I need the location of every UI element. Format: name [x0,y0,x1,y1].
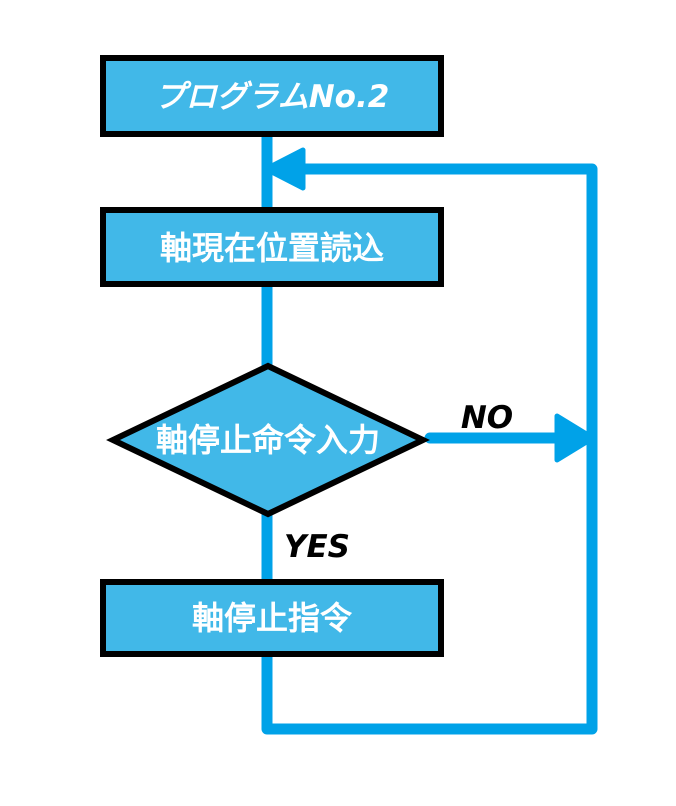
yes-branch-label: YES [284,529,350,565]
read-node-label: 軸現在位置読込 [160,229,384,267]
process-node-start [100,55,444,137]
stop-node-label: 軸停止指令 [192,599,353,637]
decision-node [106,362,430,518]
arrowhead-right-icon [554,413,596,463]
edge-loop-feedback [261,163,598,735]
process-node-read [100,207,444,287]
no-branch-label: NO [461,400,513,436]
decision-node-label: 軸停止命令入力 [156,421,380,459]
start-node-label: プログラムNo.2 [155,79,390,115]
process-node-stop [100,579,444,657]
arrowhead-left-icon [263,147,306,191]
